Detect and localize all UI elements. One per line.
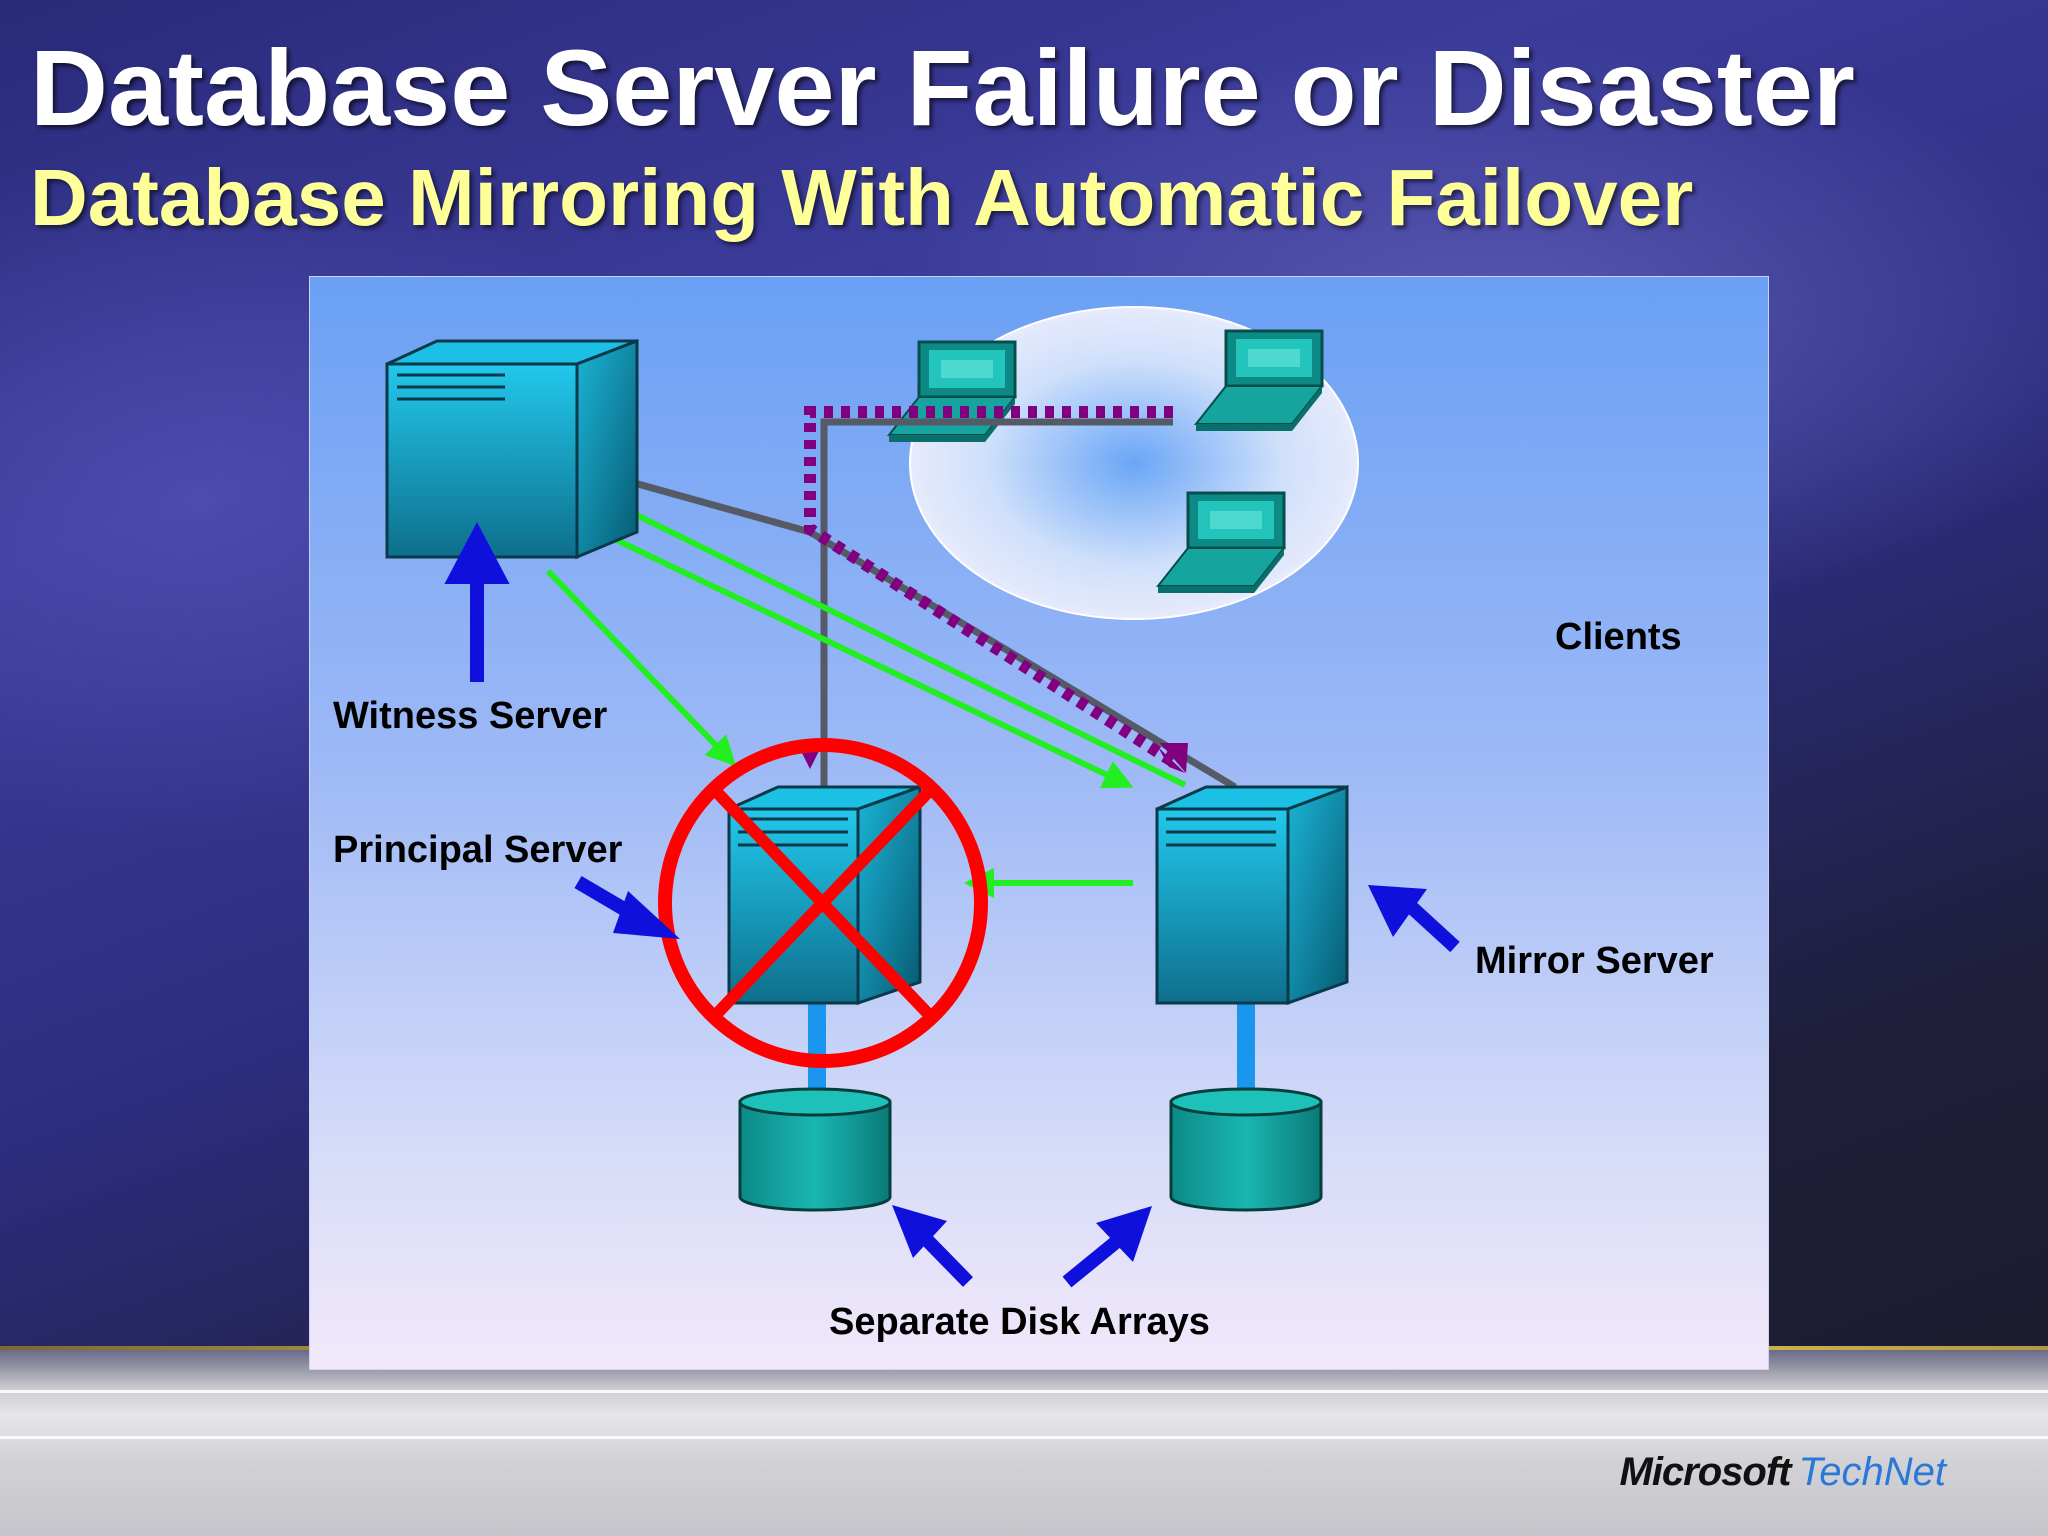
laptop-icon — [1193, 329, 1325, 431]
footer-stripe — [0, 1436, 2048, 1439]
footer-stripe — [0, 1390, 2048, 1393]
laptop-icon — [886, 340, 1018, 442]
slide-title: Database Server Failure or Disaster — [30, 27, 1855, 148]
principal-disk-link — [808, 1001, 826, 1095]
witness-server-label: Witness Server — [333, 695, 607, 737]
mirror-server-icon — [1155, 784, 1349, 1006]
mirror-server-label: Mirror Server — [1475, 940, 1714, 982]
principal-pointer-arrow-icon — [574, 875, 680, 939]
laptop-icon — [1155, 491, 1287, 593]
principal-disk-array-icon — [738, 1087, 892, 1212]
witness-server-icon — [385, 338, 639, 560]
failure-cross-icon — [658, 738, 988, 1068]
slide-subtitle: Database Mirroring With Automatic Failov… — [30, 153, 1694, 242]
mirror-dotted-arrowhead — [1160, 743, 1188, 773]
disk-pointer-arrow-icon — [892, 1205, 974, 1287]
client-principal-connection — [820, 418, 1173, 787]
witness-to-principal-arrow — [545, 568, 737, 767]
mirror-to-witness-arrow — [604, 499, 1187, 788]
brand-secondary: TechNet — [1798, 1450, 1947, 1494]
mirroring-diagram: Witness Server Principal Server Mirror S… — [333, 306, 1714, 1343]
disk-pointer-arrow-icon — [1062, 1206, 1152, 1288]
witness-to-mirror-arrow — [604, 532, 1134, 789]
diagram-panel: Witness Server Principal Server Mirror S… — [309, 276, 1769, 1370]
witness-pointer-arrow-icon — [444, 521, 510, 682]
client-redirect-arrowhead — [1158, 747, 1185, 773]
mirror-disk-link — [1237, 1001, 1255, 1095]
client-failover-dotted-path — [804, 406, 1182, 771]
footer-band — [0, 1350, 2048, 1536]
mirror-disk-array-icon — [1169, 1087, 1323, 1212]
brand-primary: Microsoft — [1619, 1450, 1792, 1494]
clients-label: Clients — [1555, 616, 1682, 658]
disk-arrays-label: Separate Disk Arrays — [829, 1301, 1210, 1343]
mirror-pointer-arrow-icon — [1368, 885, 1460, 953]
principal-server-label: Principal Server — [333, 829, 623, 871]
